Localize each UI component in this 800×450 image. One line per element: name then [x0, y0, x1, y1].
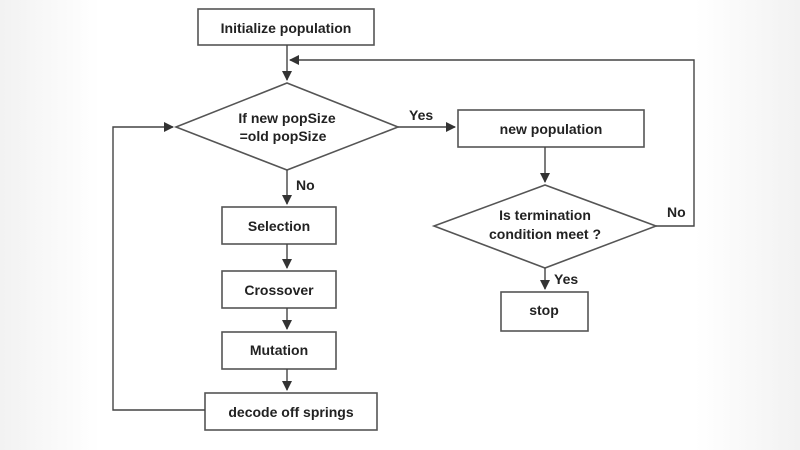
arrow-termination-no-loop-back [289, 55, 695, 227]
node-stop [500, 291, 589, 332]
node-initialize-population-label: Initialize population [221, 20, 352, 36]
decision-popsize-line2: =old popSize [240, 128, 327, 144]
decision-popsize-line1: If new popSize [238, 110, 335, 126]
node-crossover-label: Crossover [244, 282, 314, 298]
arrow-decode-loop-back [112, 122, 205, 411]
decision-termination-line2: condition meet ? [489, 226, 601, 242]
node-selection [221, 206, 337, 245]
decision-termination-line1: Is termination [499, 207, 591, 223]
edge-label-yes-2: Yes [554, 271, 578, 287]
node-new-population-label: new population [500, 121, 603, 137]
node-initialize-population [197, 8, 375, 46]
edge-label-no-2: No [667, 204, 686, 220]
node-mutation [221, 331, 337, 370]
node-mutation-label: Mutation [250, 342, 308, 358]
decision-popsize [173, 82, 401, 171]
edge-label-yes-1: Yes [409, 107, 433, 123]
left-margin [0, 0, 100, 450]
edge-label-no-1: No [296, 177, 315, 193]
node-stop-label: stop [529, 302, 559, 318]
right-margin [695, 0, 800, 450]
node-crossover [221, 270, 337, 309]
node-decode-off-springs-label: decode off springs [228, 404, 353, 420]
node-new-population [457, 109, 645, 148]
node-decode-off-springs [204, 392, 378, 431]
node-selection-label: Selection [248, 218, 310, 234]
